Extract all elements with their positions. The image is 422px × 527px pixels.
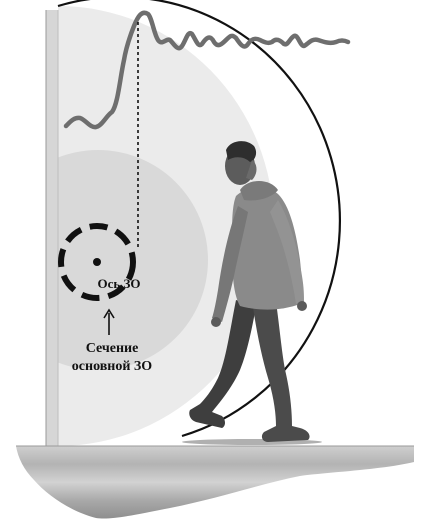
zone-axis-dot [93,258,101,266]
wall [46,10,58,450]
floor [16,446,414,519]
section-label-line2: основной ЗО [72,359,153,374]
axis-label: Ось ЗО [98,276,141,291]
section-label-line1: Сечение [86,341,139,356]
